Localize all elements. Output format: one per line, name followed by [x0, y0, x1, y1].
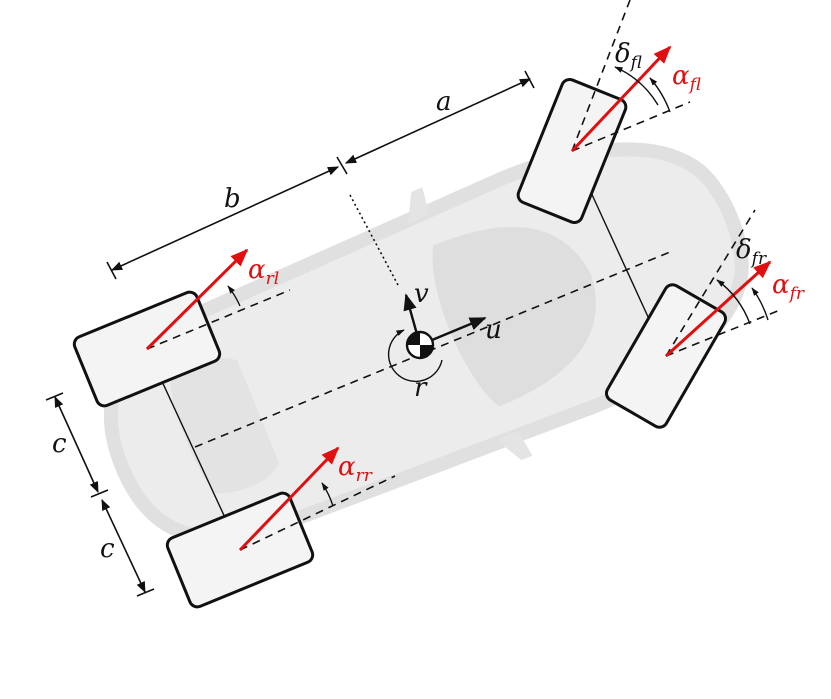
label-v: v [414, 279, 429, 309]
label-alpha-fr: αfr [772, 270, 805, 304]
dim-c-tick-mid [90, 489, 109, 498]
dim-c-bottom-line [101, 498, 146, 594]
dim-b-tick-left [106, 261, 117, 280]
mirror-left [407, 187, 430, 224]
dim-c-top-line [54, 395, 99, 494]
dim-c-tick-bottom [136, 588, 155, 597]
dim-ab-tick [336, 156, 348, 175]
rr-heading-line [239, 475, 396, 551]
label-alpha-fl: αfl [672, 61, 701, 95]
fl-steer-arc [614, 66, 659, 106]
label-c-top: c [52, 429, 67, 459]
fl-slip-arc [649, 77, 671, 113]
rl-heading-line [146, 289, 291, 350]
fr-steer-arc [716, 279, 751, 325]
label-delta-fr: δfr [736, 235, 767, 269]
label-b: b [224, 184, 241, 214]
mirror-right [496, 431, 533, 461]
yaw-rate-arc [387, 329, 443, 383]
cg-vertical-dotted [349, 194, 399, 286]
label-u: u [485, 315, 502, 345]
label-r: r [414, 373, 428, 403]
fr-slip-arc [751, 287, 769, 321]
dim-b-line [110, 166, 340, 271]
rl-slip-arc [227, 285, 241, 307]
fl-body-line [571, 101, 691, 152]
dim-c-tick-top [45, 392, 64, 401]
label-alpha-rr: αrr [338, 452, 373, 486]
dim-a-line [344, 78, 532, 164]
fr-steer-line [665, 209, 756, 357]
cg-symbol [405, 330, 435, 360]
label-a: a [436, 87, 452, 117]
windshield [432, 226, 596, 407]
label-delta-fl: δfl [615, 39, 642, 73]
rr-velocity-vector [238, 446, 340, 552]
label-alpha-rl: αrl [248, 255, 279, 289]
label-c-bottom: c [100, 534, 115, 564]
fr-velocity-vector [664, 260, 772, 358]
dim-a-tick-right [524, 70, 535, 89]
fr-body-line [665, 309, 781, 357]
fl-velocity-vector [570, 45, 672, 153]
rr-slip-arc [321, 482, 334, 507]
